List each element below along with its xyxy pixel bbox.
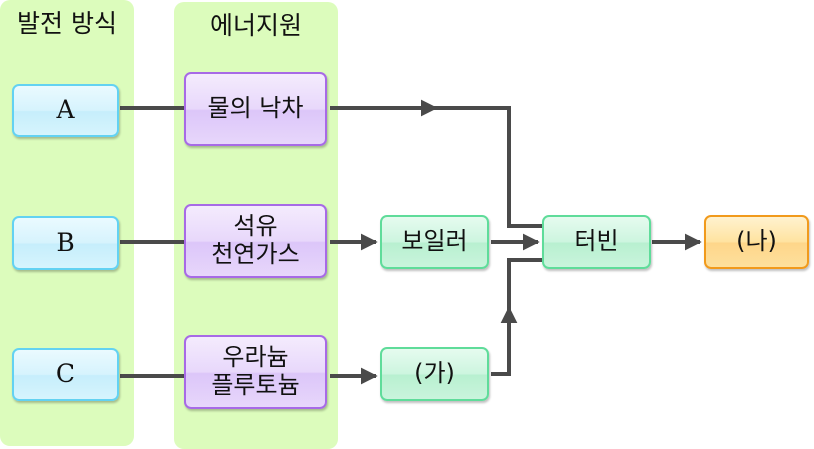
unknown-ga-label: (가) xyxy=(414,359,455,388)
energy-box-fossil: 석유 천연가스 xyxy=(184,204,327,278)
energy-label-natural-gas: 천연가스 xyxy=(211,240,300,268)
energy-box-nuclear: 우라늄 플루토늄 xyxy=(184,335,327,409)
method-label-c: C xyxy=(55,359,76,389)
energy-column-title: 에너지원 xyxy=(209,11,302,40)
energy-label-oil: 석유 xyxy=(233,212,278,241)
connector-water-turbine xyxy=(430,106,542,228)
unknown-ga-box: (가) xyxy=(380,347,489,401)
boiler-box: 보일러 xyxy=(380,215,489,269)
boiler-label: 보일러 xyxy=(401,227,468,256)
method-box-b: B xyxy=(12,216,119,270)
method-box-c: C xyxy=(12,348,119,401)
energy-label-uranium: 우라늄 xyxy=(222,343,289,372)
unknown-na-label: (나) xyxy=(736,227,777,256)
energy-label-plutonium: 플루토늄 xyxy=(211,371,300,399)
energy-box-water-head: 물의 낙차 xyxy=(184,72,327,146)
unknown-na-box: (나) xyxy=(704,215,809,269)
method-column-title: 발전 방식 xyxy=(17,9,117,38)
method-label-a: A xyxy=(56,95,75,125)
connector-ga-turbine xyxy=(491,258,542,376)
method-box-a: A xyxy=(12,84,119,137)
method-label-b: B xyxy=(56,227,75,257)
turbine-label: 터빈 xyxy=(574,227,619,256)
energy-label-water-head: 물의 낙차 xyxy=(207,94,304,123)
turbine-box: 터빈 xyxy=(542,215,651,269)
